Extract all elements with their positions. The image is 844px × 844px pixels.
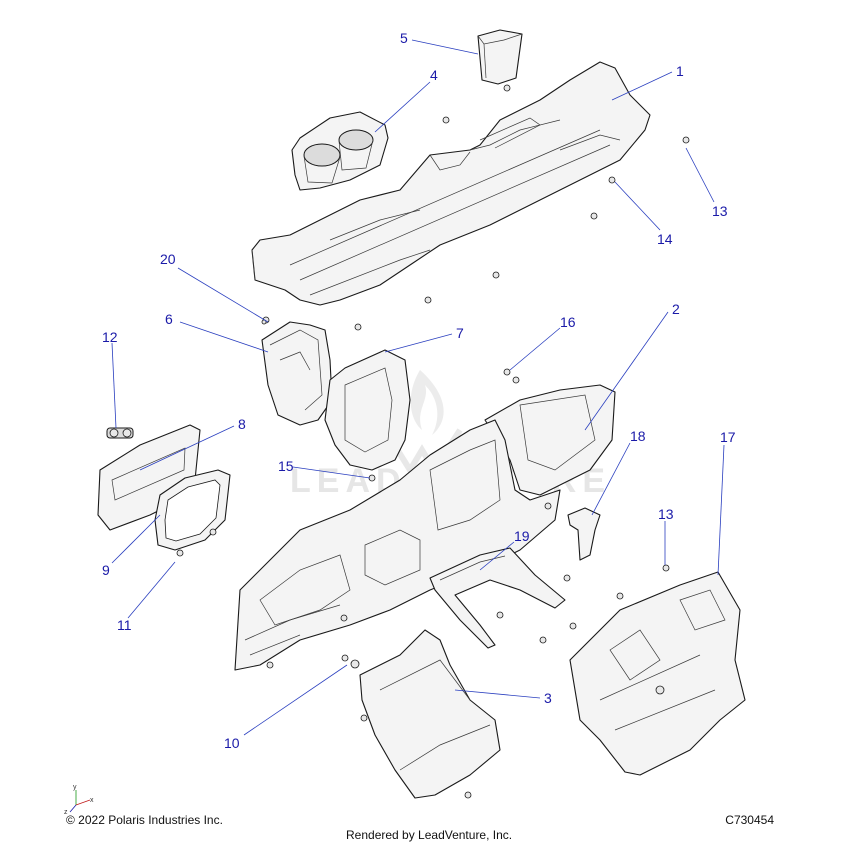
fasteners: [176, 84, 690, 799]
callout-13-bottom: 13: [658, 506, 674, 522]
callout-2: 2: [672, 301, 680, 317]
rendered-by-text: Rendered by LeadVenture, Inc.: [346, 828, 513, 842]
callout-9: 9: [102, 562, 110, 578]
callout-6: 6: [165, 311, 173, 327]
bracket: [567, 507, 601, 561]
callout-5: 5: [400, 30, 408, 46]
fuse-panel: [569, 571, 746, 776]
support-bracket: [429, 547, 566, 649]
callout-13-top: 13: [712, 203, 728, 219]
dash-top-panel: [251, 61, 651, 306]
lower-dash-body: [234, 419, 561, 671]
axis-z-label: z: [64, 809, 68, 816]
callout-labels: 1 2 3 4 5 6 7 8 9 10 11 12 13 13 14 15 1…: [102, 30, 736, 751]
callout-7: 7: [456, 325, 464, 341]
latch: [106, 427, 134, 439]
callout-19: 19: [514, 528, 530, 544]
mounting-frame: [324, 349, 411, 471]
callout-4: 4: [430, 67, 438, 83]
axis-y-label: y: [73, 784, 77, 791]
callout-1: 1: [676, 63, 684, 79]
small-bin: [477, 29, 523, 85]
callout-15: 15: [278, 458, 294, 474]
vent-duct: [261, 321, 333, 426]
callout-18: 18: [630, 428, 646, 444]
callout-14: 14: [657, 231, 673, 247]
leader-lines: [111, 39, 725, 736]
callout-17: 17: [720, 429, 736, 445]
diagram-id: C730454: [725, 813, 774, 827]
cup-holder: [291, 111, 389, 191]
callout-10: 10: [224, 735, 240, 751]
axis-triad: x y z: [64, 784, 94, 816]
callout-12: 12: [102, 329, 118, 345]
callout-20: 20: [160, 251, 176, 267]
callout-8: 8: [238, 416, 246, 432]
callout-3: 3: [544, 690, 552, 706]
callout-16: 16: [560, 314, 576, 330]
axis-x-label: x: [90, 797, 94, 804]
lower-cover: [359, 629, 501, 799]
callout-11: 11: [117, 617, 132, 633]
copyright-text: © 2022 Polaris Industries Inc.: [66, 813, 223, 827]
